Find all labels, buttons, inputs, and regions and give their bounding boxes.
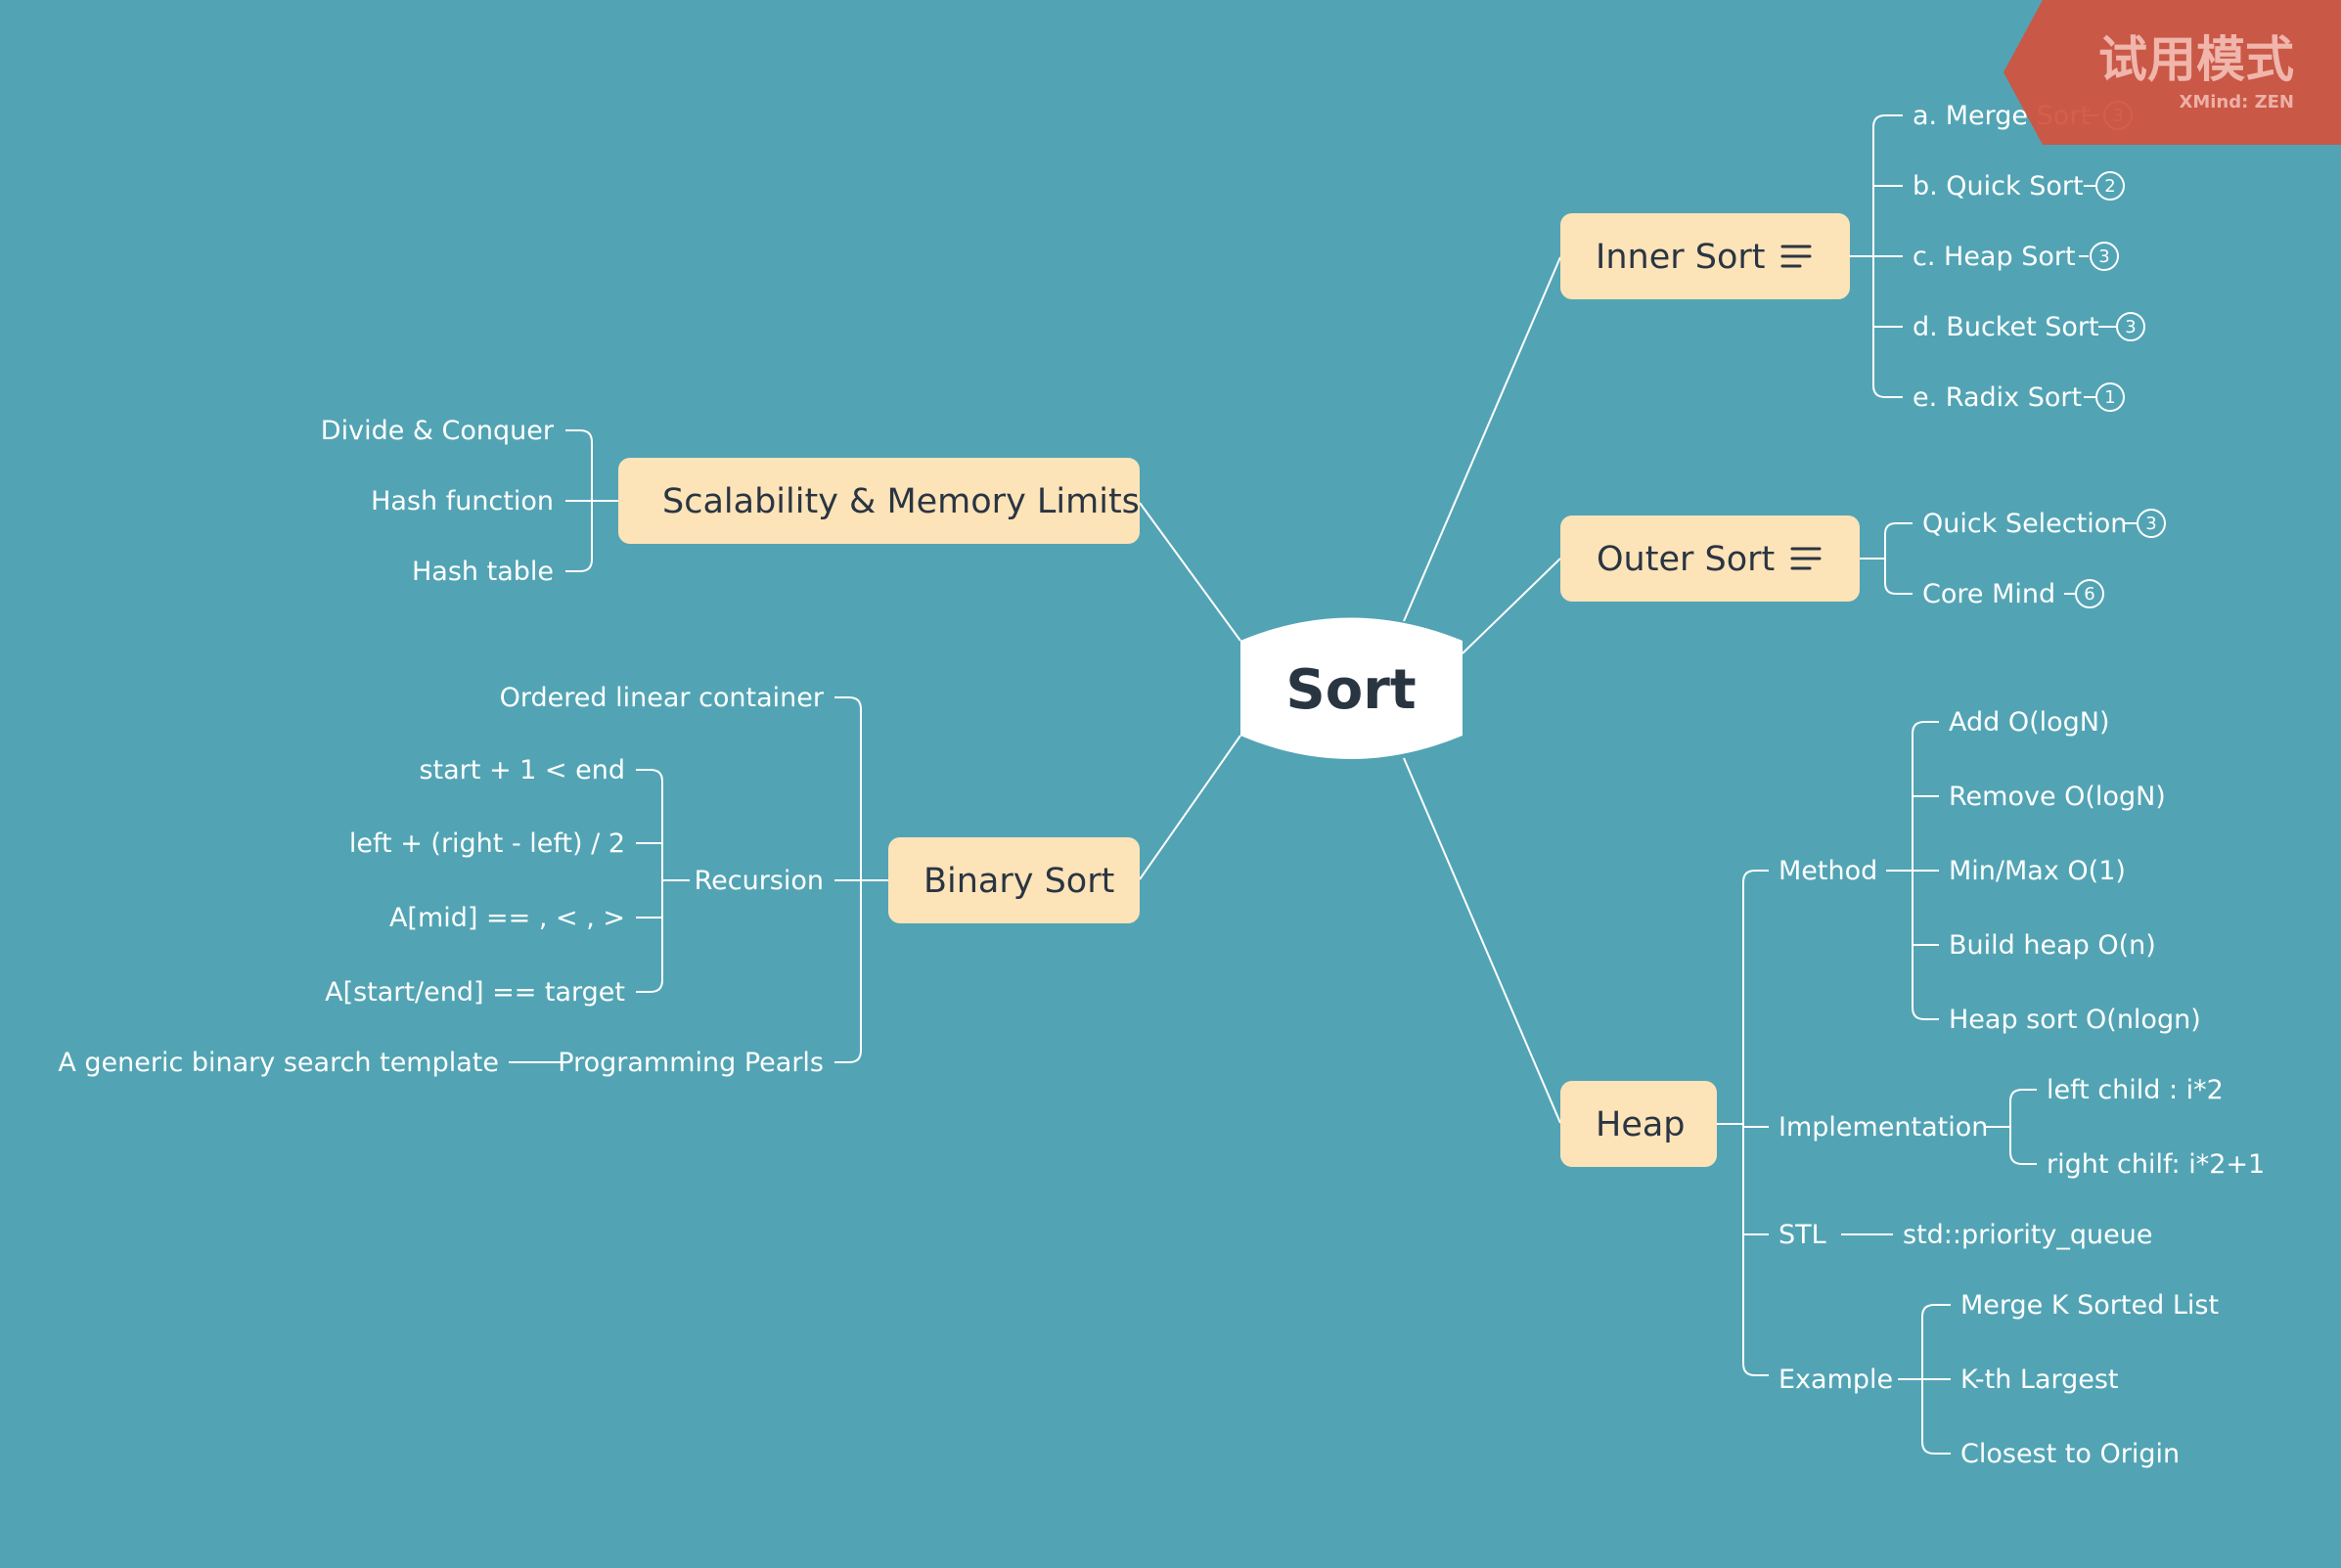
subtopic-example[interactable]: Example (1778, 1365, 1893, 1395)
subtopic-add[interactable]: Add O(logN) (1949, 707, 2110, 738)
subtopic-merge-k-sorted[interactable]: Merge K Sorted List (1960, 1290, 2219, 1321)
subtopic-build-heap[interactable]: Build heap O(n) (1949, 930, 2156, 961)
subtopic-right-child[interactable]: right chilf: i*2+1 (2047, 1149, 2265, 1180)
subtopic-stl[interactable]: STL (1778, 1220, 1826, 1250)
subtopic-implementation[interactable]: Implementation (1778, 1112, 1988, 1142)
topic-binary-sort[interactable]: Binary Sort (888, 837, 1140, 923)
watermark-brand: XMind: ZEN (2179, 92, 2294, 112)
subtopic-mid-formula[interactable]: left + (right - left) / 2 (349, 829, 625, 859)
topic-scalability[interactable]: Scalability & Memory Limits (618, 458, 1140, 544)
subtopic-start-end[interactable]: start + 1 < end (419, 755, 625, 785)
svg-text:3: 3 (2145, 514, 2156, 534)
svg-text:1: 1 (2104, 387, 2115, 408)
notes-icon[interactable] (1780, 245, 1812, 268)
subtopic-hash-table[interactable]: Hash table (412, 557, 554, 587)
topic-box (618, 458, 1140, 544)
root-shape (1240, 617, 1463, 759)
priority-marker: 3 (2090, 242, 2119, 271)
topic-box (1560, 213, 1850, 299)
topic-heap-label: Heap (1596, 1105, 1686, 1144)
subtopic-priority-queue[interactable]: std::priority_queue (1903, 1220, 2153, 1250)
svg-text:2: 2 (2104, 176, 2115, 197)
binary-sort-children: Ordered linear container Recursion start… (58, 683, 825, 1078)
subtopic-kth-largest[interactable]: K-th Largest (1960, 1365, 2119, 1395)
subtopic-radix-sort[interactable]: e. Radix Sort 1 (1913, 382, 2125, 413)
subtopic-hash-function[interactable]: Hash function (371, 486, 554, 516)
subtopic-label: Quick Selection (1922, 509, 2127, 539)
topic-box (888, 837, 1140, 923)
topic-scalability-label: Scalability & Memory Limits (662, 482, 1140, 521)
subtopic-label: c. Heap Sort (1913, 242, 2076, 272)
subtopic-min-max[interactable]: Min/Max O(1) (1949, 856, 2126, 886)
notes-icon[interactable] (1790, 547, 1822, 570)
priority-marker: 1 (2095, 382, 2125, 412)
subtopic-label: b. Quick Sort (1913, 171, 2084, 202)
subtopic-label: Core Mind (1922, 579, 2055, 609)
subtopic-method[interactable]: Method (1778, 856, 1877, 886)
priority-marker: 3 (2137, 509, 2166, 538)
inner-sort-children: a. Merge Sort 3 b. Quick Sort 2 c. Heap … (1913, 101, 2145, 413)
subtopic-label: e. Radix Sort (1913, 382, 2082, 413)
subtopic-remove[interactable]: Remove O(logN) (1949, 782, 2166, 812)
svg-text:6: 6 (2084, 584, 2094, 605)
watermark-title: 试用模式 (2098, 31, 2294, 88)
subtopic-heap-sort[interactable]: c. Heap Sort 3 (1913, 242, 2119, 272)
subtopic-bucket-sort[interactable]: d. Bucket Sort 3 (1913, 312, 2145, 342)
outer-sort-children: Quick Selection 3 Core Mind 6 (1922, 509, 2166, 609)
subtopic-closest-origin[interactable]: Closest to Origin (1960, 1439, 2180, 1469)
topic-binary-sort-label: Binary Sort (923, 862, 1114, 901)
subtopic-label: d. Bucket Sort (1913, 312, 2099, 342)
subtopic-ordered-container[interactable]: Ordered linear container (500, 683, 825, 713)
subtopic-quick-selection[interactable]: Quick Selection 3 (1922, 509, 2166, 539)
priority-marker: 3 (2116, 312, 2145, 341)
priority-marker: 2 (2095, 171, 2125, 201)
subtopic-divide-conquer[interactable]: Divide & Conquer (321, 416, 555, 446)
subtopic-core-mind[interactable]: Core Mind 6 (1922, 579, 2104, 609)
topic-inner-sort-label: Inner Sort (1596, 238, 1765, 277)
subtopic-programming-pearls[interactable]: Programming Pearls (558, 1048, 824, 1078)
topic-heap[interactable]: Heap (1560, 1081, 1717, 1167)
scalability-children: Divide & Conquer Hash function Hash tabl… (321, 416, 555, 587)
subtopic-heap-sort[interactable]: Heap sort O(nlogn) (1949, 1005, 2201, 1035)
svg-text:3: 3 (2125, 317, 2136, 337)
priority-marker: 6 (2075, 579, 2104, 608)
heap-children: Method Add O(logN) Remove O(logN) Min/Ma… (1778, 707, 2265, 1469)
subtopic-check-target[interactable]: A[start/end] == target (325, 977, 625, 1008)
watermark-ribbon (2003, 0, 2341, 145)
trial-watermark: 试用模式 XMind: ZEN (2003, 0, 2341, 145)
subtopic-compare-mid[interactable]: A[mid] == , < , > (389, 903, 625, 933)
topic-outer-sort[interactable]: Outer Sort (1560, 515, 1860, 602)
subtopic-binary-template[interactable]: A generic binary search template (58, 1048, 499, 1078)
root-label: Sort (1285, 658, 1416, 722)
svg-text:3: 3 (2098, 246, 2109, 267)
subtopic-left-child[interactable]: left child : i*2 (2047, 1075, 2224, 1105)
topic-box (1560, 1081, 1717, 1167)
subtopic-quick-sort[interactable]: b. Quick Sort 2 (1913, 171, 2125, 202)
connectors (509, 114, 2137, 1455)
topic-box (1560, 515, 1860, 602)
root-topic[interactable]: Sort (1240, 617, 1463, 760)
topic-outer-sort-label: Outer Sort (1597, 540, 1775, 579)
topic-inner-sort[interactable]: Inner Sort (1560, 213, 1850, 299)
subtopic-recursion[interactable]: Recursion (695, 866, 824, 896)
